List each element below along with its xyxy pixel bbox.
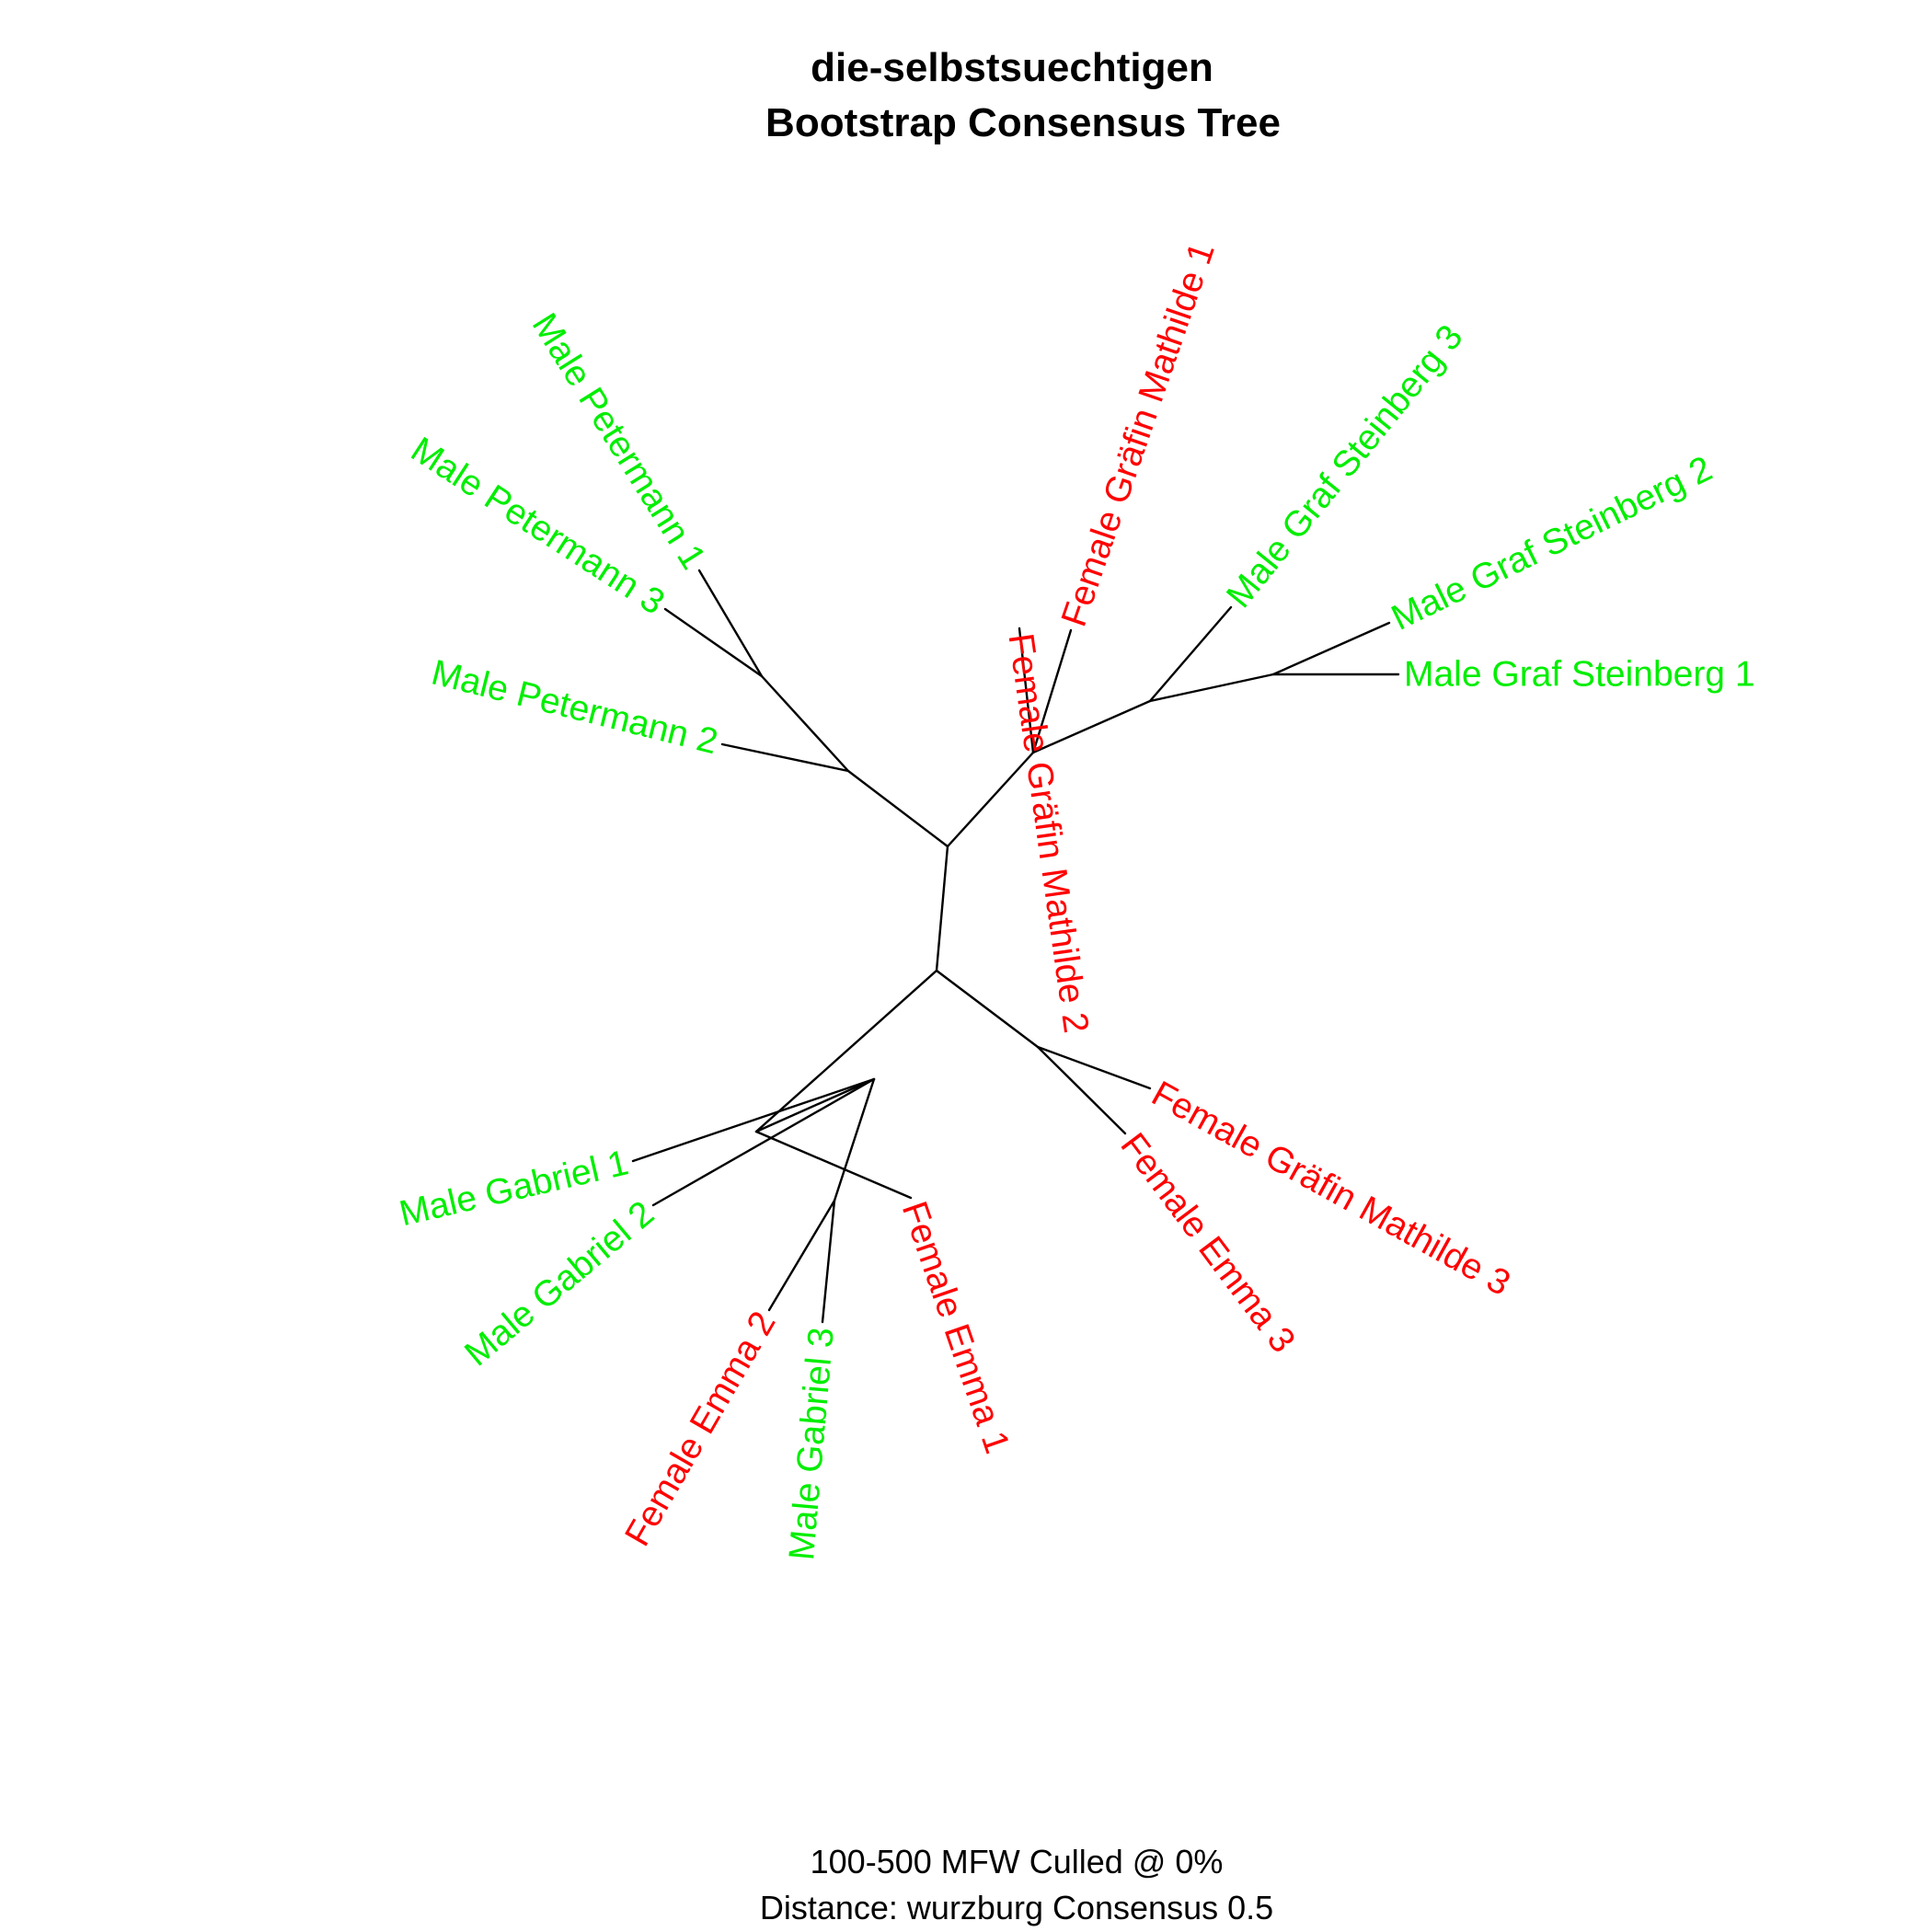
tip-label: Female Emma 1 [894,1197,1018,1459]
tip-branch [663,607,764,678]
tip-branch [1036,1045,1152,1090]
caption-line-2: Distance: wurzburg Consensus 0.5 [760,1889,1273,1926]
tip-label: Female Gräfin Mathilde 3 [1145,1074,1517,1304]
tip-branch [767,1199,836,1312]
tip-branch [1031,628,1073,754]
tip-label: Female Gräfin Mathilde 1 [1054,237,1223,631]
tip-label: Male Gabriel 1 [396,1143,632,1234]
tip-label: Male Petermann 2 [428,653,722,763]
title-line-1: die-selbstsuechtigen [811,45,1213,90]
tip-label: Male Graf Steinberg 2 [1386,449,1719,638]
tip-branch [821,1199,836,1324]
tip-branch [697,569,764,678]
tip-branch [1018,627,1035,754]
title-line-2: Bootstrap Consensus Tree [765,100,1281,145]
tip-label: Male Gabriel 2 [457,1193,661,1374]
tip-branch [1036,1045,1127,1135]
tip-branch [651,1077,876,1207]
internal-branch [1148,673,1275,703]
tip-branch [1271,621,1391,676]
tip-label: Female Emma 2 [617,1305,783,1552]
internal-branch [754,969,938,1133]
internal-branch [846,769,949,848]
tip-label: Female Gräfin Mathilde 2 [1001,631,1097,1036]
internal-branch [935,845,949,972]
internal-branch [1031,699,1152,754]
tip-label: Male Gabriel 3 [782,1326,842,1561]
internal-branch [754,1077,876,1133]
tip-branch [1148,605,1233,703]
tip-label: Male Graf Steinberg 1 [1404,655,1755,695]
tip-branch [631,1077,876,1163]
tip-branch [754,1130,913,1200]
internal-branch [946,751,1035,848]
tip-label: Male Graf Steinberg 3 [1219,317,1471,615]
caption-line-1: 100-500 MFW Culled @ 0% [811,1843,1224,1880]
internal-branch [760,674,850,773]
tip-branch [720,742,850,773]
internal-branch [833,1077,876,1202]
internal-branch [935,969,1040,1049]
tree-branches [631,569,1400,1324]
